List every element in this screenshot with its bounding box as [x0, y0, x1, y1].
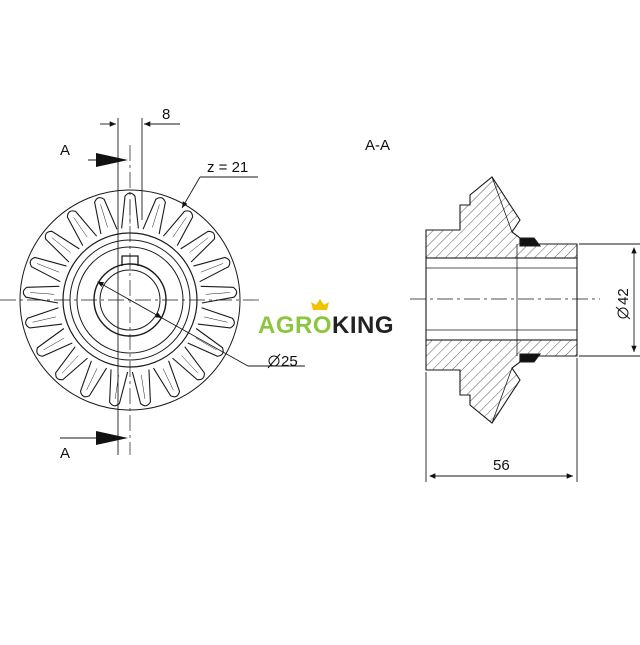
- gear-tooth-midline: [100, 204, 108, 228]
- tooth-root-line-bottom: [491, 367, 513, 424]
- gear-tooth-midline: [189, 237, 209, 253]
- gear-tooth: [25, 307, 63, 329]
- teeth-leader: [181, 176, 258, 209]
- gear-tooth: [162, 210, 194, 246]
- section-view: [410, 176, 600, 424]
- gear-tooth: [44, 230, 80, 263]
- section-upper-half: [425, 176, 578, 259]
- gear-tooth-midline: [152, 204, 160, 228]
- section-lower-half: [425, 339, 578, 424]
- gear-tooth: [197, 307, 235, 329]
- outer-diameter-label: 42: [615, 288, 632, 305]
- gear-tooth: [66, 210, 98, 246]
- diameter-symbol-bore: [267, 353, 281, 369]
- gear-tooth: [193, 256, 231, 283]
- brand-part-1: AGRO: [258, 312, 332, 339]
- gear-tooth-midline: [200, 263, 224, 273]
- gear-tooth: [200, 285, 238, 304]
- gear-tooth-midline: [32, 316, 56, 323]
- section-mark-bottom: A: [60, 445, 70, 462]
- gear-teeth: [22, 192, 238, 407]
- section-arrow-bottom-head: [96, 431, 128, 445]
- gear-tooth-midline: [162, 368, 174, 391]
- length-label: 56: [493, 457, 510, 474]
- gear-tooth-midline: [51, 237, 71, 253]
- section-mark-top: A: [60, 142, 70, 159]
- bore-dimension: [97, 281, 305, 367]
- gear-tooth: [131, 369, 151, 407]
- gear-tooth-midline: [36, 263, 60, 273]
- gear-tooth-midline: [172, 217, 187, 238]
- gear-tooth: [22, 285, 60, 304]
- gear-tooth-midline: [195, 337, 217, 351]
- brand-part-2: KING: [332, 312, 394, 339]
- outer-diameter-dimension: [579, 243, 640, 357]
- diameter-symbol-outer: [617, 307, 629, 319]
- outer-diameter-label-group: 42: [615, 288, 632, 320]
- brand-wordmark: AGROKING: [258, 312, 394, 339]
- gear-tooth: [109, 369, 129, 407]
- gear-tooth: [36, 328, 73, 357]
- crown-icon: [311, 299, 329, 310]
- gear-tooth: [79, 360, 107, 398]
- gear-tooth-midline: [204, 316, 228, 323]
- retaining-ring-bottom: [519, 353, 542, 363]
- gear-tooth-midline: [141, 375, 146, 399]
- gear-tooth-midline: [181, 355, 199, 374]
- bore-diameter-label: 25: [281, 353, 298, 370]
- gear-tooth-midline: [30, 292, 55, 295]
- gear-tooth: [187, 328, 224, 357]
- length-dimension: [425, 358, 578, 482]
- gear-front-view: [0, 145, 262, 455]
- section-arrow-top-head: [96, 153, 128, 167]
- brand-logo: AGROKING: [258, 299, 394, 339]
- teeth-count-label: z = 21: [207, 159, 248, 176]
- gear-tooth-midline: [86, 368, 98, 391]
- gear-tooth-midline: [73, 217, 88, 238]
- gear-tooth: [153, 360, 181, 398]
- gear-tooth: [142, 197, 166, 235]
- gear-tooth-midline: [43, 337, 65, 351]
- section-title: A-A: [365, 137, 390, 154]
- gear-tooth: [180, 230, 216, 263]
- tooth-root-line-top: [491, 176, 513, 233]
- dimension-width-label: 8: [162, 106, 170, 123]
- gear-tooth: [94, 197, 118, 235]
- gear-tooth-midline: [205, 292, 230, 295]
- gear-tooth: [172, 346, 205, 381]
- gear-tooth-midline: [61, 355, 79, 374]
- retaining-ring-top: [519, 237, 542, 247]
- gear-tooth: [29, 256, 67, 283]
- gear-tooth: [55, 346, 88, 381]
